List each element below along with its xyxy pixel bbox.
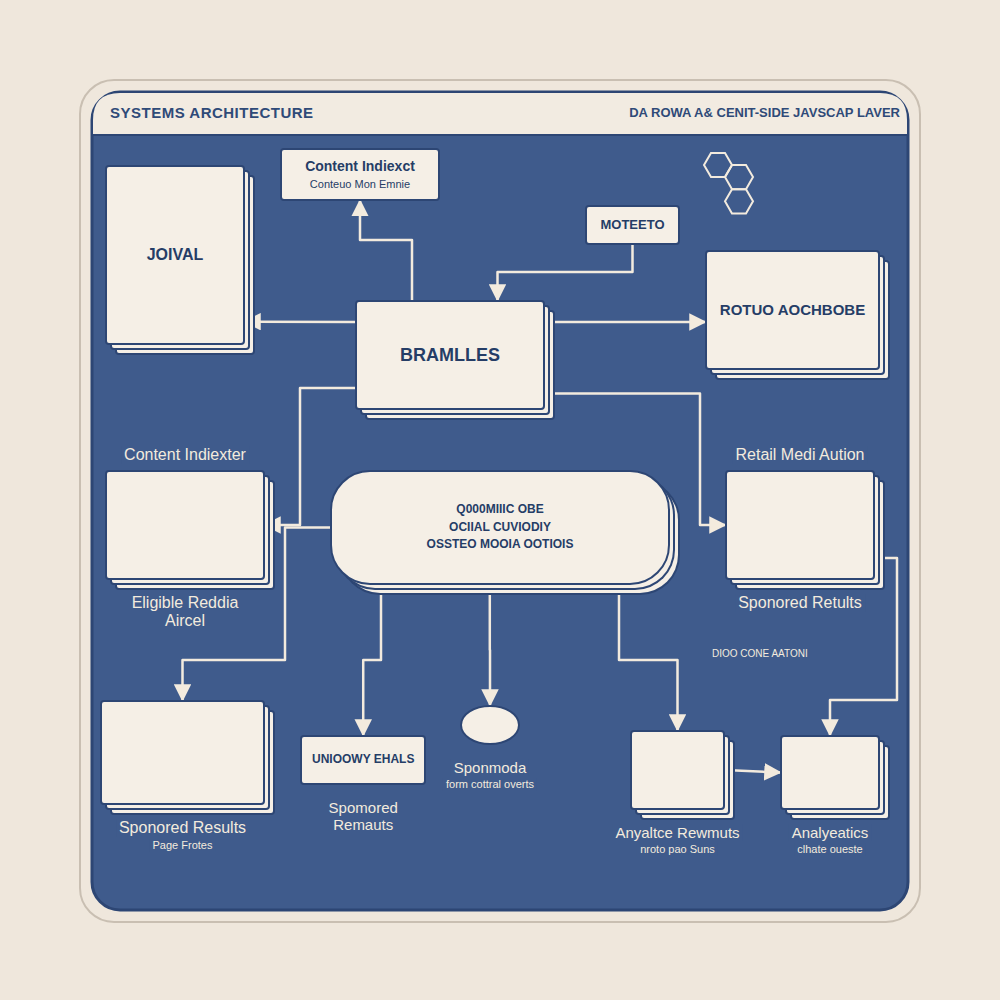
database-cylinder: Sponmodaform cottral overts <box>460 705 520 745</box>
box-heading: Spomored Remauts <box>308 799 418 834</box>
text-group: ROTUO AOCHBOBE <box>720 301 865 318</box>
text-group: Retail Medi Aution <box>733 446 868 464</box>
flow-arrow <box>360 201 412 300</box>
box-heading: Eligible Reddia Aircel <box>110 594 260 631</box>
flow-arrow <box>619 585 678 730</box>
box-heading: form cottral overts <box>443 778 537 791</box>
header-rule <box>93 134 907 136</box>
text-group: Sponored Retults <box>735 594 865 612</box>
header-strip <box>93 93 907 135</box>
outer-frame <box>80 80 920 922</box>
diagram-title: SYSTEMS ARCHITECTURE <box>110 104 314 121</box>
molecule-icon <box>704 153 753 214</box>
hexagon <box>725 189 753 213</box>
box-heading: Sponmoda <box>451 759 530 776</box>
flow-arrow <box>725 770 780 773</box>
server-tower: JOIVAL <box>105 165 245 345</box>
analytics-box: Analyeaticsclhate oueste <box>780 735 880 810</box>
box-text: Q000MIIIC OBE <box>456 503 543 517</box>
flow-arrow <box>245 320 355 323</box>
text-group: Spomored Remauts <box>308 799 418 834</box>
box-text: ROTUO AOCHBOBE <box>720 301 865 318</box>
box-text: OSSTEO MOOIA OOTIOIS <box>427 538 574 552</box>
box-text: Conteuo Mon Emnie <box>310 178 410 191</box>
box-heading: Page Frotes <box>150 839 216 852</box>
text-group: Content IndiexctConteuo Mon Emnie <box>305 158 415 191</box>
box-text: Content Indiexct <box>305 158 415 174</box>
box-text: OCIIAL CUVIODIY <box>449 521 551 535</box>
box-heading: Retail Medi Aution <box>733 446 868 464</box>
analytics-box: Anyaltce Rewmutsnroto pao Suns <box>630 730 725 810</box>
note-label: DA ROWA A& CENIT-SIDE JAVSCAP LAVER <box>520 106 900 121</box>
text-group: Eligible Reddia Aircel <box>110 594 260 631</box>
flow-arrow <box>363 585 381 735</box>
text-group: Content Indiexter <box>121 446 249 464</box>
box-heading: Anyaltce Rewmuts <box>612 824 742 841</box>
document-stack: ROTUO AOCHBOBE <box>705 250 880 370</box>
box-text: JOIVAL <box>147 246 204 264</box>
box-heading: clhate oueste <box>794 843 865 856</box>
signpost-box: MOTEETO <box>585 205 680 245</box>
text-group: UNIOOWY EHALS <box>312 753 414 767</box>
indexer-box: Content IndiexterEligible Reddia Aircel <box>105 470 265 580</box>
box-heading: Content Indiexter <box>121 446 249 464</box>
text-group: Sponored ResultsPage Frotes <box>116 819 249 852</box>
results-box: Sponored ResultsPage Frotes <box>100 700 265 805</box>
text-group: MOTEETO <box>600 218 664 233</box>
flow-arrow <box>489 585 492 705</box>
box-heading: Sponored Results <box>116 819 249 837</box>
text-group: BRAMLLES <box>400 345 500 366</box>
auction-box: Retail Medi AutionSponored Retults <box>725 470 875 580</box>
text-group: JOIVAL <box>147 246 204 264</box>
hexagon <box>725 165 753 189</box>
box-heading: nroto pao Suns <box>637 843 718 856</box>
flow-arrow <box>830 558 897 735</box>
box-heading: Sponored Retults <box>735 594 865 612</box>
box-text: BRAMLLES <box>400 345 500 366</box>
note-label: DIOO CONE AATONI <box>712 648 882 660</box>
central-stack: BRAMLLES <box>355 300 545 410</box>
text-group: Anyaltce Rewmuts nroto pao Suns <box>612 824 742 856</box>
flow-arrow <box>545 321 705 324</box>
blueprint-panel <box>92 92 908 910</box>
text-group: Q000MIIIC OBE OCIIAL CUVIODIY OSSTEO MOOIA… <box>427 503 574 552</box>
box-text: MOTEETO <box>600 218 664 233</box>
box-heading: Analyeatics <box>789 824 872 841</box>
indexer-sign: Content IndiexctConteuo Mon Emnie <box>280 148 440 201</box>
platform-ring: Q000MIIIC OBE OCIIAL CUVIODIY OSSTEO MOOIA… <box>330 470 670 585</box>
results-sign: UNIOOWY EHALSSpomored Remauts <box>300 735 426 785</box>
text-group: Analyeatics clhate oueste <box>789 824 872 856</box>
text-group: Sponmoda form cottral overts <box>443 759 537 791</box>
flow-arrow <box>498 245 633 300</box>
box-text: UNIOOWY EHALS <box>312 753 414 767</box>
